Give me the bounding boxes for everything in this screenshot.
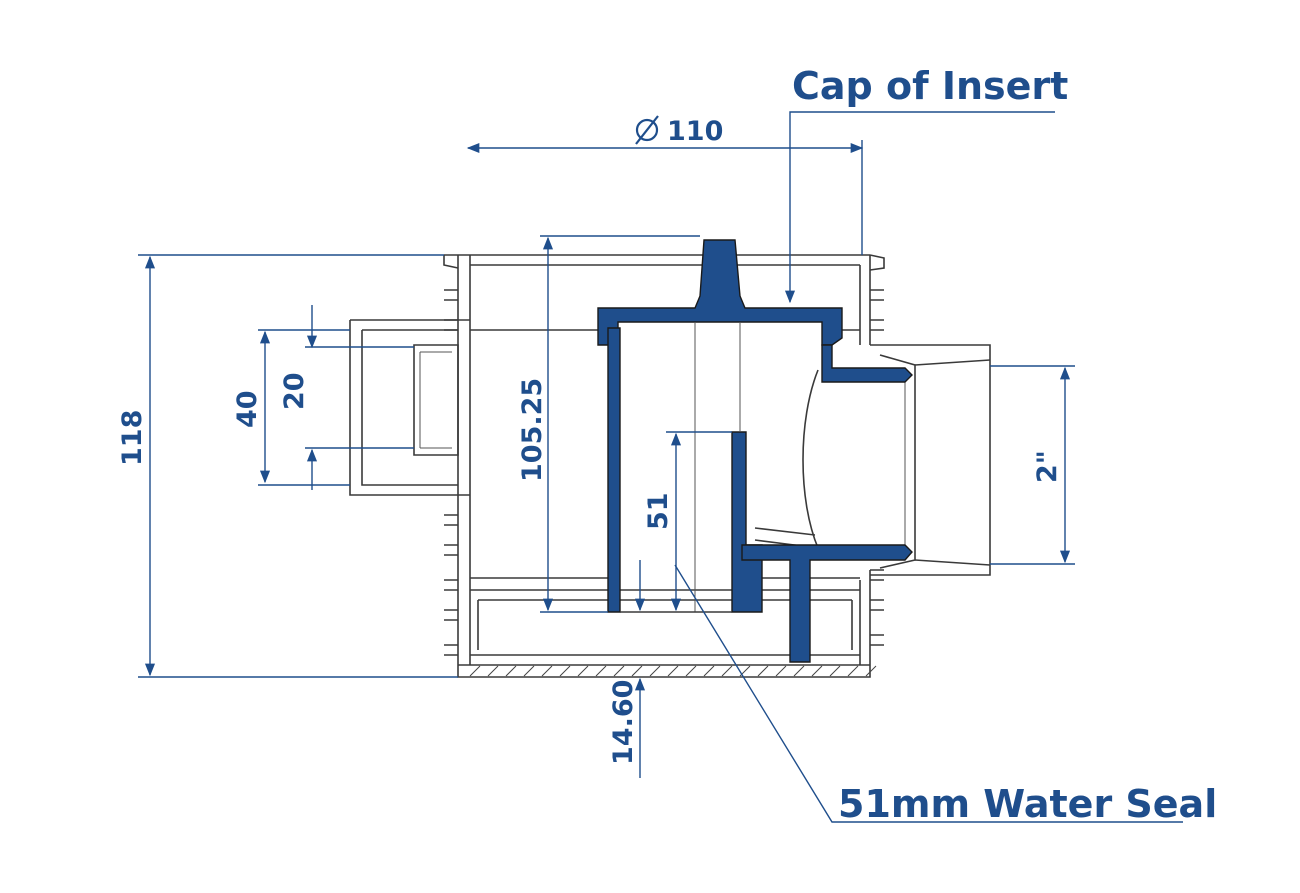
- diameter-value: 110: [667, 116, 723, 147]
- hatch-line: [829, 665, 841, 677]
- hatch-line: [469, 665, 481, 677]
- trap-body: [443, 254, 885, 666]
- hatch-line: [523, 665, 535, 677]
- hatch-line: [685, 665, 697, 677]
- hatch-line: [667, 665, 679, 677]
- inlet-inner-label: 20: [279, 372, 310, 410]
- inner-height-label: 105.25: [517, 378, 548, 482]
- base-offset-label: 14.60: [608, 680, 639, 765]
- diameter-dimension: 110: [635, 115, 723, 147]
- base-hatch: [457, 665, 877, 678]
- hatch-line: [703, 665, 715, 677]
- right-outlet: [754, 344, 991, 576]
- hatch-line: [775, 665, 787, 677]
- hatch-line: [577, 665, 589, 677]
- hatch-line: [721, 665, 733, 677]
- hatch-line: [559, 665, 571, 677]
- hatch-line: [757, 665, 769, 677]
- hatch-line: [811, 665, 823, 677]
- insert-outlet-neck: [821, 344, 913, 383]
- left-inlet: [349, 319, 470, 496]
- inlet-outer-label: 40: [232, 390, 263, 428]
- hatch-line: [865, 665, 877, 677]
- hatch-line: [505, 665, 517, 677]
- hatch-line: [847, 665, 859, 677]
- hatch-line: [487, 665, 499, 677]
- insert-baffle: [731, 431, 763, 613]
- overall-height-label: 118: [117, 410, 148, 466]
- hatch-line: [631, 665, 643, 677]
- hatch-line: [793, 665, 805, 677]
- hatch-line: [595, 665, 607, 677]
- hatch-line: [541, 665, 553, 677]
- insert-outlet-bottom: [741, 544, 913, 663]
- hatch-line: [613, 665, 625, 677]
- hatch-line: [649, 665, 661, 677]
- dimension-lines: [138, 111, 1183, 823]
- insert-left-wall: [607, 327, 621, 613]
- cap-of-insert-label: Cap of Insert: [792, 64, 1068, 108]
- seal-depth-label: 51: [643, 492, 674, 530]
- water-seal-label: 51mm Water Seal: [838, 782, 1217, 826]
- outlet-size-label: 2": [1032, 450, 1063, 483]
- insert-section: [597, 239, 913, 663]
